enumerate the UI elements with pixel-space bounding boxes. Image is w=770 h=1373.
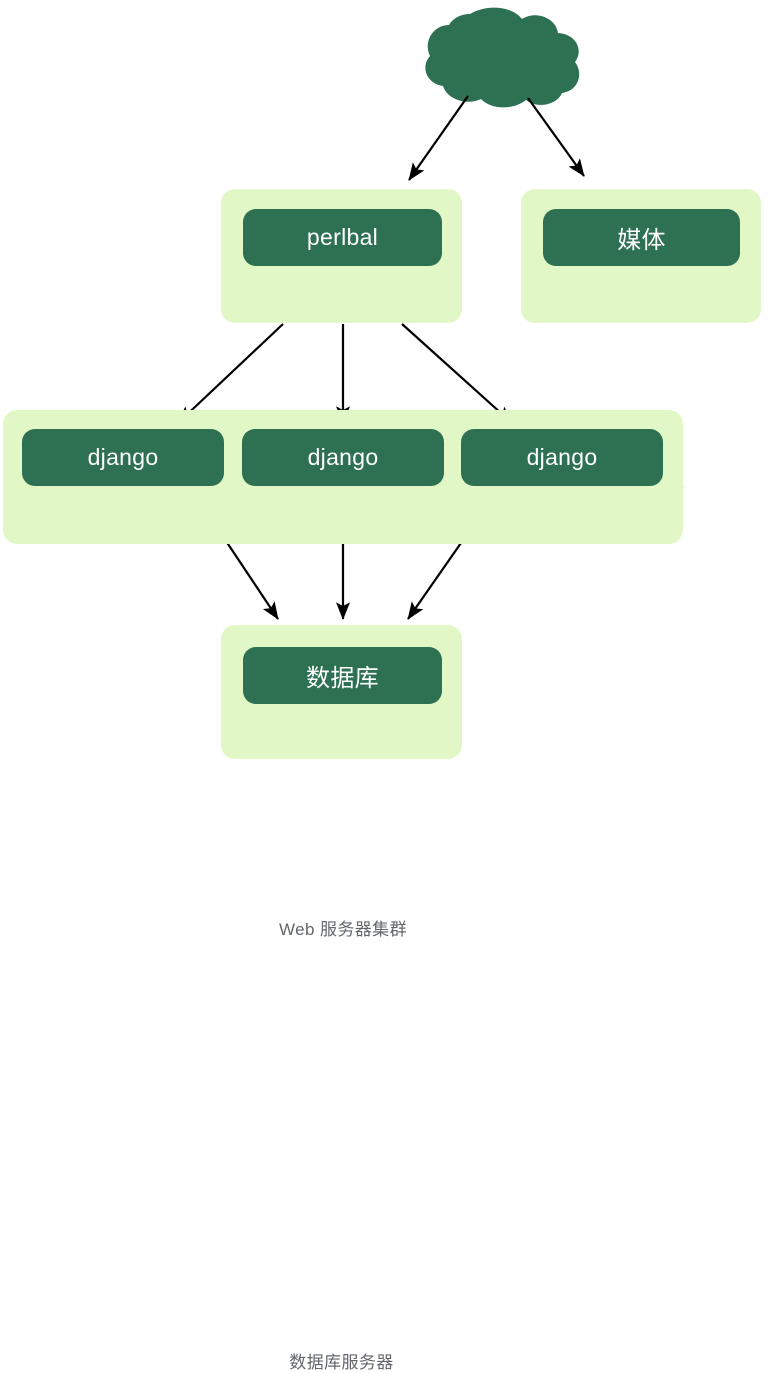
node-database[interactable]: 数据库 xyxy=(243,647,442,704)
node-label-django-3: django xyxy=(526,444,598,470)
node-label-django-2: django xyxy=(307,444,379,470)
node-django-3[interactable]: django xyxy=(461,429,663,486)
node-media[interactable]: 媒体 xyxy=(543,209,740,266)
node-label-perlbal: perlbal xyxy=(306,224,379,250)
group-label-database: 数据库服务器 xyxy=(289,1353,394,1372)
edge-cloud-to-media xyxy=(527,97,585,177)
node-label-database: 数据库 xyxy=(306,665,379,692)
node-django-1[interactable]: django xyxy=(22,429,224,486)
group-label-web-cluster: Web 服务器集群 xyxy=(279,920,407,939)
cloud-icon xyxy=(425,7,580,108)
node-label-django-1: django xyxy=(87,444,159,470)
edge-perlbal-to-django-3 xyxy=(401,323,513,424)
diagram-canvas: 负载均衡程序 perlbal 媒体服务器 媒体 Web 服务器集群 django… xyxy=(3,7,761,1372)
node-label-media: 媒体 xyxy=(617,227,666,254)
node-django-2[interactable]: django xyxy=(242,429,444,486)
node-perlbal[interactable]: perlbal xyxy=(243,209,442,266)
edge-cloud-to-perlbal xyxy=(408,95,469,181)
edge-perlbal-to-django-1 xyxy=(177,323,284,424)
